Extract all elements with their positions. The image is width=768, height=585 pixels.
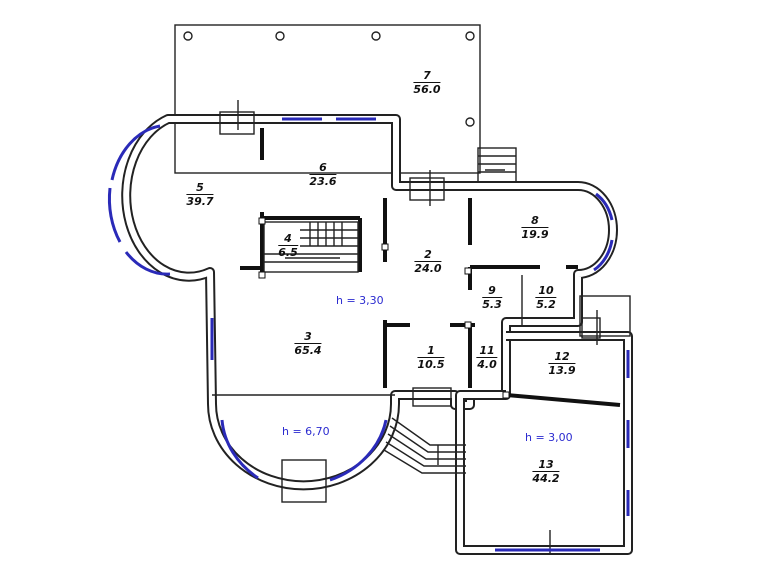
- terrace-posts: [183, 31, 475, 127]
- bay-door: [281, 459, 327, 503]
- door-markers: [219, 100, 601, 555]
- partitions: [240, 128, 578, 388]
- columns: [258, 217, 510, 399]
- windows: [107, 117, 630, 552]
- terrace-stairs: [477, 147, 517, 183]
- height-label-bay: h = 6,70: [282, 425, 330, 438]
- height-label-annex: h = 3,00: [525, 431, 573, 444]
- annex-porch: [579, 295, 631, 337]
- staircase: [263, 221, 359, 273]
- annex-divider: [505, 393, 621, 407]
- height-label-main: h = 3,30: [336, 294, 384, 307]
- terrace-outline: [174, 24, 481, 174]
- entrance-steps: [383, 417, 466, 474]
